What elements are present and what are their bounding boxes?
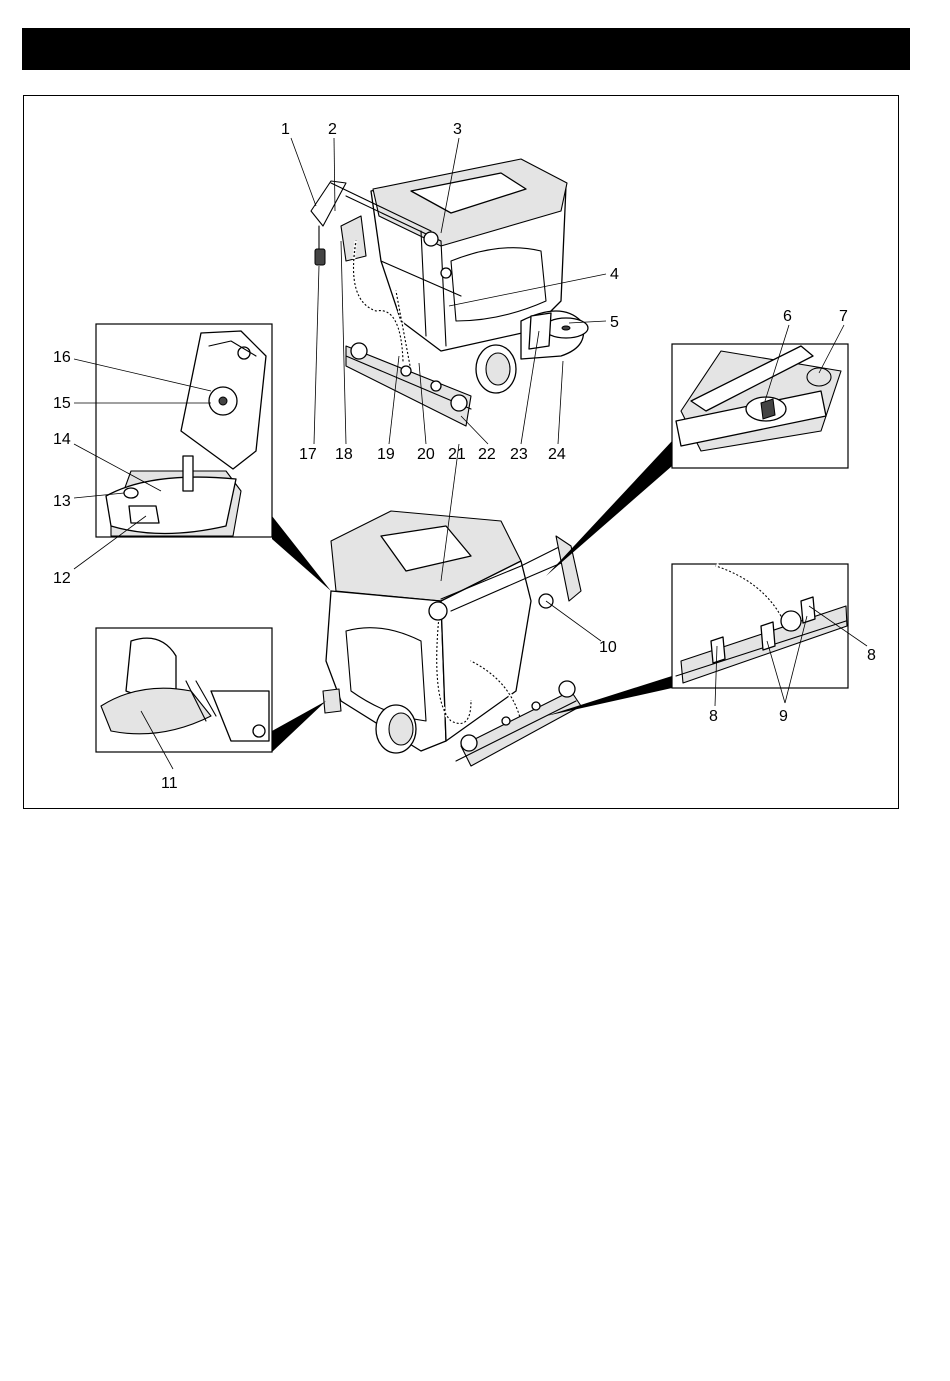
machine-diagram: 1 2 3 4 5 6 7 8 8 9 10 11 12 13 14 15 16… <box>24 96 900 810</box>
callout-20: 20 <box>417 446 435 463</box>
callout-21: 21 <box>448 446 466 463</box>
callout-12: 12 <box>53 570 71 587</box>
inset-control-panel <box>672 344 848 468</box>
inset-pedal <box>96 628 272 752</box>
callout-1: 1 <box>281 121 290 138</box>
callout-7: 7 <box>839 308 848 325</box>
callout-11: 11 <box>161 775 178 792</box>
callout-24: 24 <box>548 446 566 463</box>
inset-squeegee <box>672 564 848 688</box>
inset-tank-lid <box>96 324 272 537</box>
callout-13: 13 <box>53 493 71 510</box>
callout-6: 6 <box>783 308 792 325</box>
figure-frame: 1 2 3 4 5 6 7 8 8 9 10 11 12 13 14 15 16… <box>23 95 899 809</box>
header-bar <box>22 28 910 70</box>
callout-5: 5 <box>610 314 619 331</box>
callout-16: 16 <box>53 349 71 366</box>
callout-17: 17 <box>299 446 317 463</box>
machine-front-view <box>323 511 581 766</box>
callout-14: 14 <box>53 431 71 448</box>
callout-22: 22 <box>478 446 496 463</box>
callout-15: 15 <box>53 395 71 412</box>
callout-19: 19 <box>377 446 395 463</box>
callout-9: 9 <box>779 708 788 725</box>
callout-2: 2 <box>328 121 337 138</box>
callout-8-right: 8 <box>867 647 876 664</box>
callout-8-left: 8 <box>709 708 718 725</box>
callout-10: 10 <box>599 639 617 656</box>
callout-4: 4 <box>610 266 619 283</box>
callout-3: 3 <box>453 121 462 138</box>
callout-18: 18 <box>335 446 353 463</box>
callout-23: 23 <box>510 446 528 463</box>
machine-rear-view <box>311 159 588 426</box>
